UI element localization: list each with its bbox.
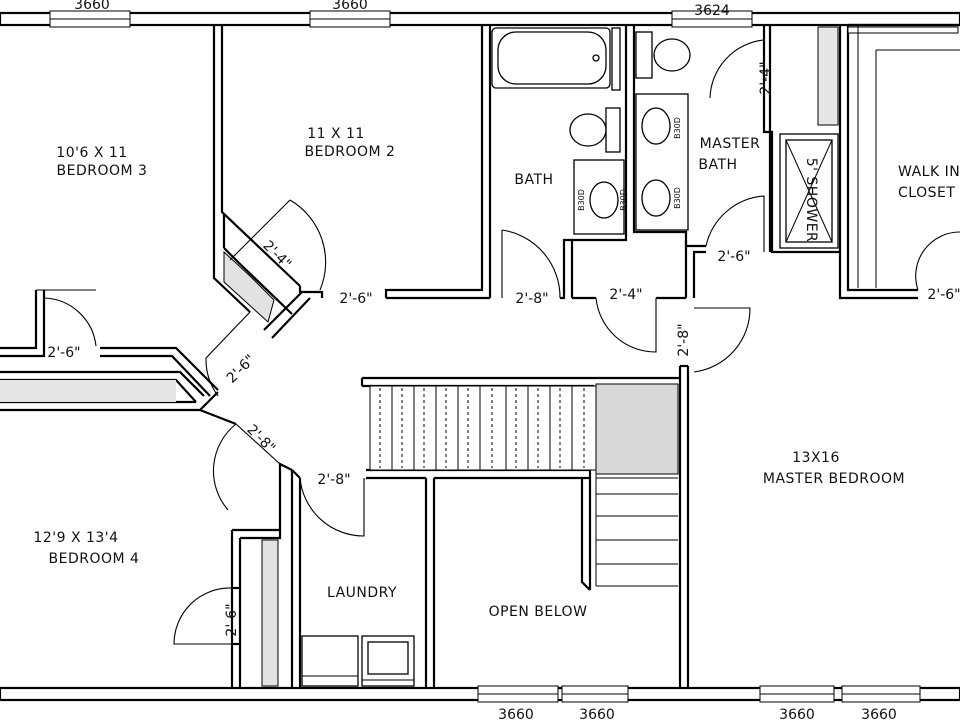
window-label: 3660 — [332, 0, 368, 13]
window-label: 3660 — [779, 707, 815, 720]
window-label: 3660 — [498, 707, 534, 720]
interior-walls — [0, 23, 960, 688]
laundry-name: LAUNDRY — [327, 585, 397, 601]
door-label: 2'-6" — [224, 352, 259, 387]
bedroom3-size: 10'6 X 11 — [56, 145, 127, 161]
vanity-label: B30D — [577, 189, 586, 211]
master-bedroom-size: 13X16 — [792, 450, 840, 466]
room-labels: 10'6 X 11 BEDROOM 3 11 X 11 BEDROOM 2 BA… — [33, 126, 960, 620]
window-label: 3624 — [694, 3, 730, 19]
door-label: 2'-4" — [259, 238, 294, 273]
door-label: 2'-4" — [609, 287, 642, 303]
master-bedroom-name: MASTER BEDROOM — [763, 471, 905, 487]
open-below-label: OPEN BELOW — [489, 604, 588, 620]
door-label: 2'-6" — [339, 291, 372, 307]
door-label: 2'-6" — [47, 345, 80, 361]
door-label: 2'-6" — [224, 603, 240, 636]
window-label: 3660 — [861, 707, 897, 720]
exterior-walls — [0, 10, 960, 703]
vanity-label: B30D — [673, 187, 682, 209]
bedroom3-name: BEDROOM 3 — [57, 163, 148, 179]
vanity-label: B30D — [673, 117, 682, 139]
door-label: 2'-4" — [758, 61, 774, 94]
bedroom4-name: BEDROOM 4 — [49, 551, 140, 567]
door-label: 2'-8" — [515, 291, 548, 307]
master-bath-line1: MASTER — [700, 136, 761, 152]
window-labels: 3660 3660 3624 3660 3660 3660 3660 — [74, 0, 897, 720]
window-label: 3660 — [74, 0, 110, 13]
door-label: 2'-8" — [317, 472, 350, 488]
door-label: 2'-8" — [243, 422, 278, 457]
master-bath-line2: BATH — [698, 157, 737, 173]
door-label: 2'-8" — [676, 323, 692, 356]
shower-label: 5' SHOWER — [803, 158, 819, 243]
vanity-labels: B30D B30D B30D B30D — [577, 117, 682, 211]
shaded-areas — [0, 25, 960, 687]
stairs — [369, 385, 678, 587]
door-label: 2'-6" — [927, 287, 960, 303]
bath-name: BATH — [514, 172, 553, 188]
fixtures — [301, 27, 839, 687]
door-swings — [36, 39, 960, 645]
door-label: 2'-6" — [717, 249, 750, 265]
walk-in-closet-line2: CLOSET — [898, 185, 955, 201]
bedroom4-size: 12'9 X 13'4 — [33, 530, 118, 546]
bedroom2-name: BEDROOM 2 — [305, 144, 396, 160]
bedroom2-size: 11 X 11 — [307, 126, 365, 142]
window-label: 3660 — [579, 707, 615, 720]
vanity-label: B30D — [619, 189, 628, 211]
walk-in-closet-line1: WALK IN — [898, 164, 960, 180]
